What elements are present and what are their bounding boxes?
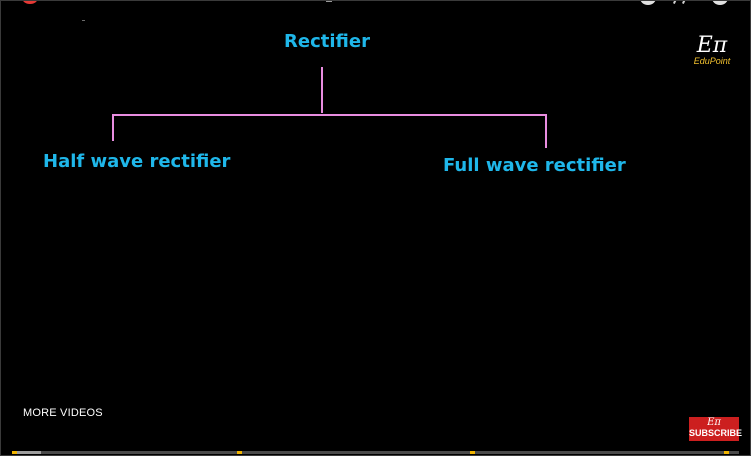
youtube-logo-icon[interactable]: [22, 0, 38, 4]
channel-name: EduPoint: [693, 56, 731, 66]
chapter-marker[interactable]: [470, 451, 475, 454]
watch-later-icon[interactable]: [640, 0, 656, 5]
title-fragment: [326, 0, 332, 2]
progress-bar[interactable]: [12, 451, 739, 454]
subscribe-label: SUBSCRIBE: [689, 428, 743, 438]
chapter-marker[interactable]: [12, 451, 17, 454]
channel-watermark: Eπ EduPoint: [687, 33, 737, 67]
subscribe-logo-icon: Eπ: [707, 417, 721, 428]
full-wave-node-label: Full wave rectifier: [443, 155, 626, 176]
edupoint-logo-icon: Eπ: [696, 33, 728, 58]
info-icon[interactable]: [712, 0, 728, 5]
subscribe-button[interactable]: Eπ SUBSCRIBE: [689, 417, 743, 441]
more-videos-button[interactable]: MORE VIDEOS: [23, 407, 103, 419]
video-artifact: [82, 20, 85, 21]
root-node-label: Rectifier: [284, 31, 370, 52]
progress-played: [12, 451, 41, 454]
chapter-marker[interactable]: [237, 451, 242, 454]
chapter-marker[interactable]: [724, 451, 729, 454]
half-wave-node-label: Half wave rectifier: [43, 151, 231, 172]
